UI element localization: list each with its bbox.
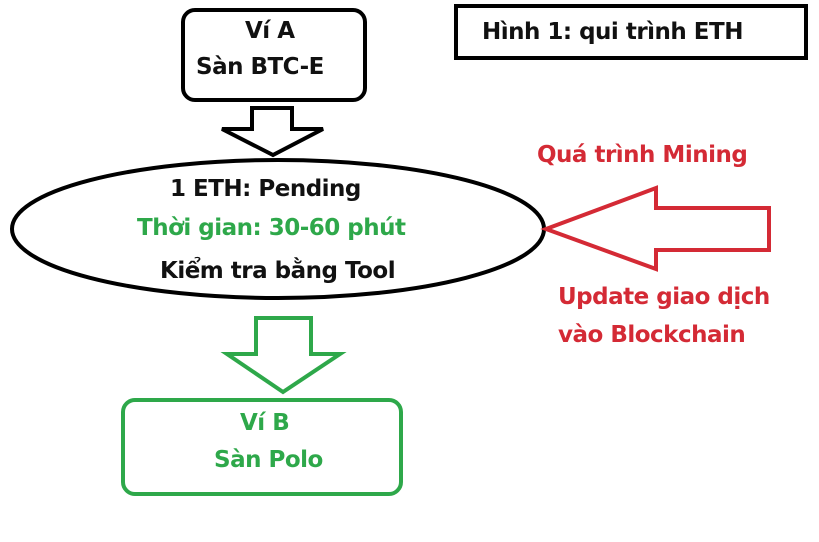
arrow-down-black-icon bbox=[221, 106, 324, 158]
target-wallet-label: Ví B bbox=[240, 410, 290, 436]
update-transaction-label: Update giao dịch bbox=[558, 284, 770, 310]
source-wallet-node bbox=[181, 8, 367, 102]
source-wallet-label: Ví A bbox=[245, 18, 295, 44]
target-wallet-node bbox=[121, 398, 403, 496]
arrow-down-green-icon bbox=[220, 316, 347, 395]
into-blockchain-label: vào Blockchain bbox=[558, 322, 746, 348]
figure-title: Hình 1: qui trình ETH bbox=[482, 19, 743, 45]
mining-label: Quá trình Mining bbox=[537, 142, 748, 168]
figure-title-box: Hình 1: qui trình ETH bbox=[454, 4, 808, 60]
pending-label: 1 ETH: Pending bbox=[170, 176, 361, 202]
target-exchange-label: Sàn Polo bbox=[214, 447, 323, 473]
time-label: Thời gian: 30-60 phút bbox=[137, 215, 406, 241]
check-tool-label: Kiểm tra bằng Tool bbox=[160, 258, 396, 284]
source-exchange-label: Sàn BTC-E bbox=[196, 54, 324, 80]
arrow-left-red-icon bbox=[540, 185, 771, 272]
